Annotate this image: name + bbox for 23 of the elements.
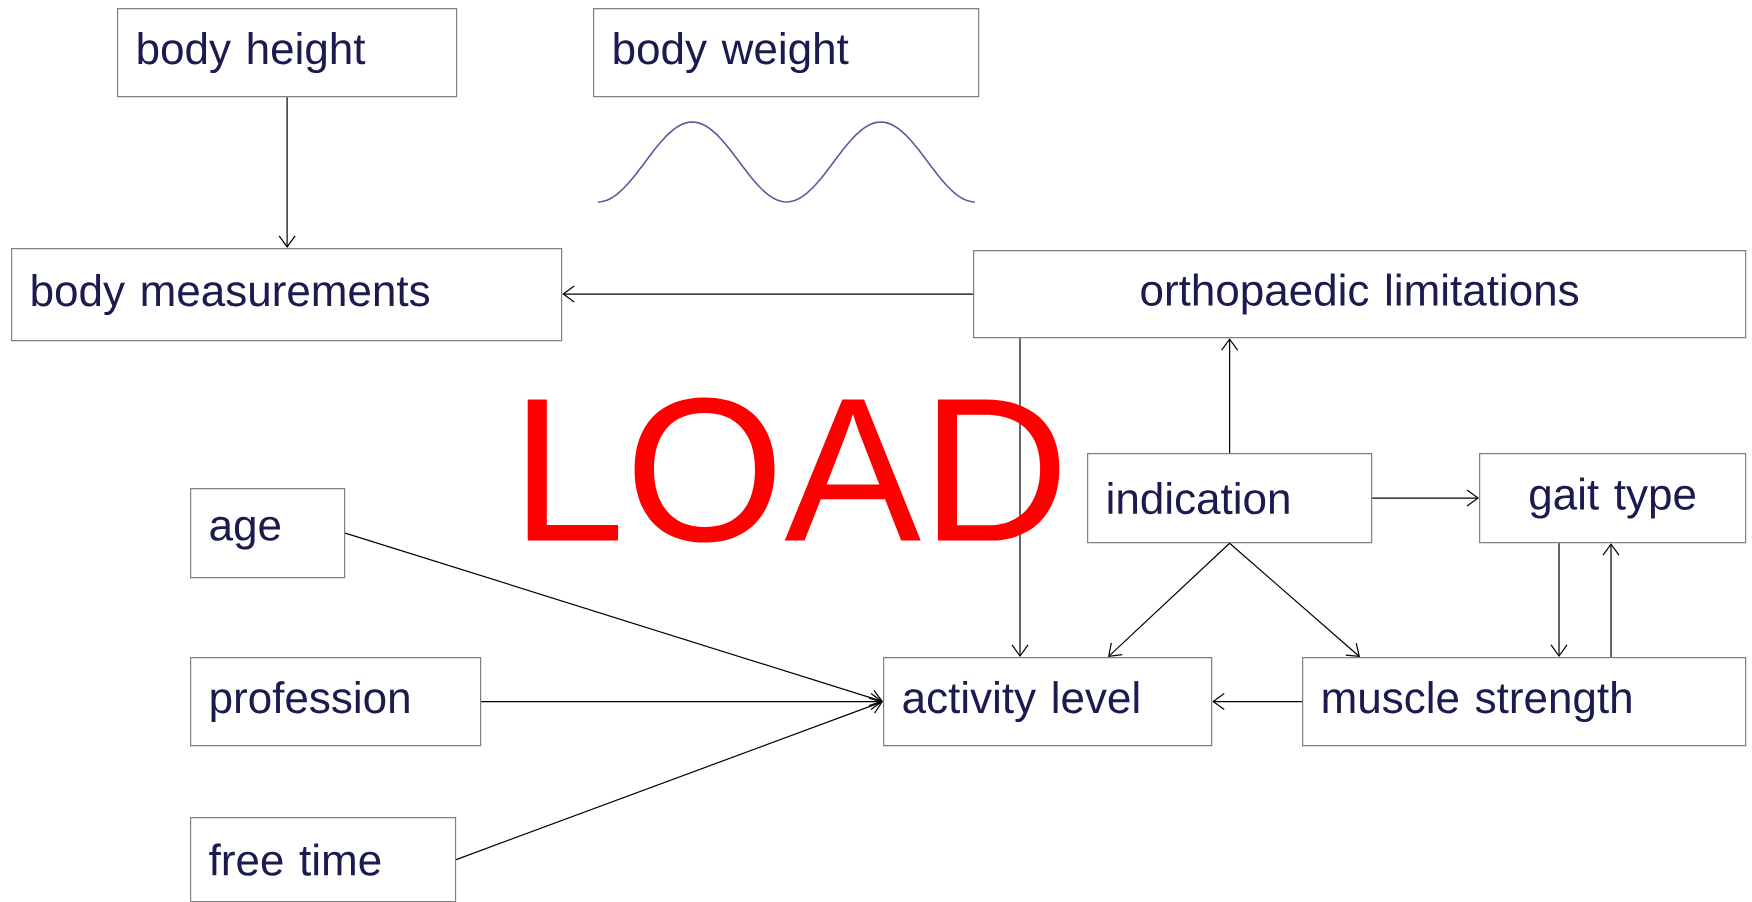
arrow [480, 693, 883, 711]
arrow [562, 285, 974, 303]
arrow [344, 532, 883, 707]
text-box: body weight [593, 8, 980, 98]
arrow [1229, 542, 1360, 657]
text-box: age [190, 488, 346, 579]
arrow [1108, 542, 1231, 657]
arrow [1371, 489, 1480, 507]
text-box: muscle strength [1302, 657, 1747, 747]
arrow [455, 697, 883, 861]
text-box: indication [1087, 453, 1373, 544]
text-box: profession [190, 657, 482, 747]
text-box: orthopaedic limitations [973, 250, 1747, 339]
text-box: body height [117, 8, 458, 98]
text-box: body measurements [11, 248, 563, 342]
arrow [278, 96, 296, 248]
text-box: free time [190, 817, 457, 902]
arrow [1212, 693, 1303, 711]
text-box: activity level [883, 657, 1213, 747]
arrow [1602, 543, 1620, 658]
arrow [1221, 338, 1239, 454]
arrow [1550, 542, 1568, 657]
text-box: gait type [1479, 453, 1747, 544]
